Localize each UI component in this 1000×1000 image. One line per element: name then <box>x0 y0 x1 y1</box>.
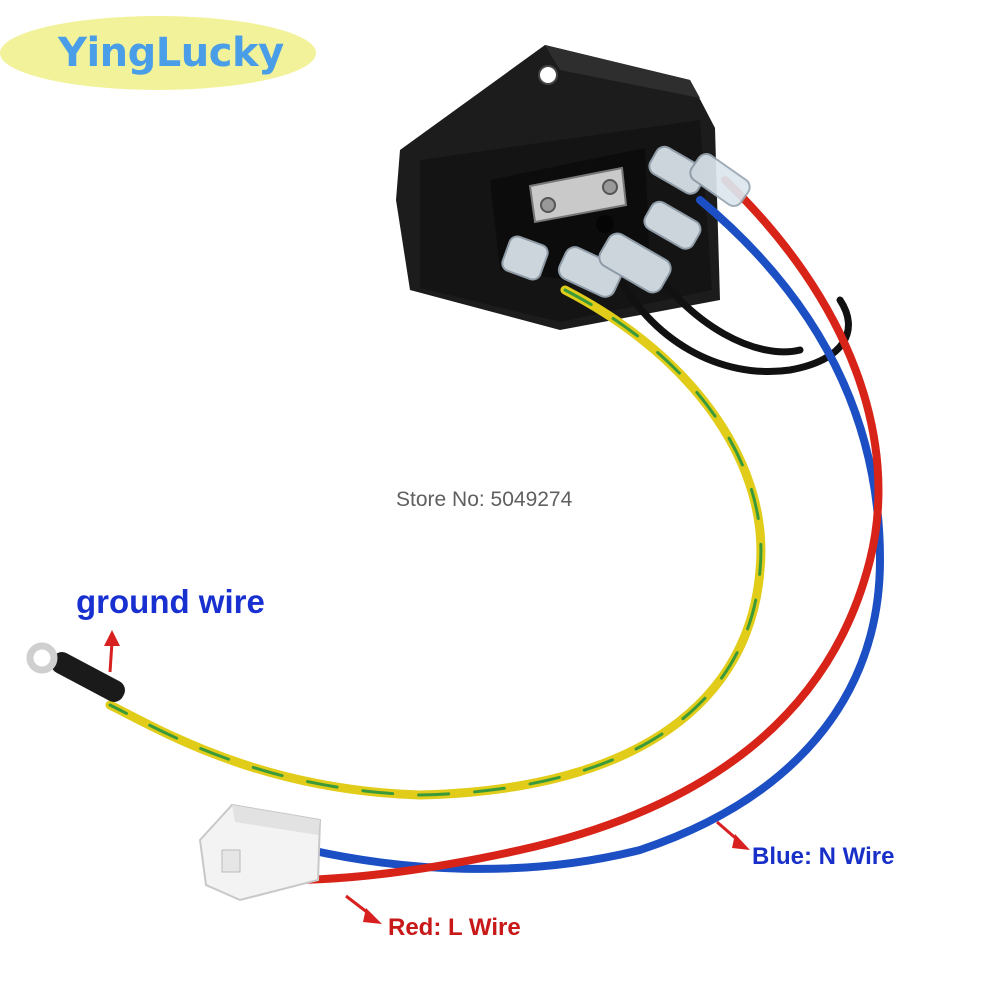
live-wire <box>286 176 883 884</box>
ground-wire <box>105 285 766 800</box>
right-arrow-icon <box>716 820 750 850</box>
white-connector <box>198 803 322 902</box>
brand-name: YingLucky <box>58 30 284 76</box>
up-arrow-icon <box>104 630 120 673</box>
right-arrow-icon <box>345 894 382 924</box>
ground-wire-label: ground wire <box>76 583 265 620</box>
ring-terminal-icon <box>26 642 125 702</box>
store-number: Store No: 5049274 <box>396 488 573 511</box>
neutral-wire-label: Blue: N Wire <box>752 843 895 870</box>
spade-terminals <box>501 145 751 298</box>
brand-badge <box>0 16 316 90</box>
live-wire-label: Red: L Wire <box>388 914 521 941</box>
neutral-wire <box>306 196 885 873</box>
